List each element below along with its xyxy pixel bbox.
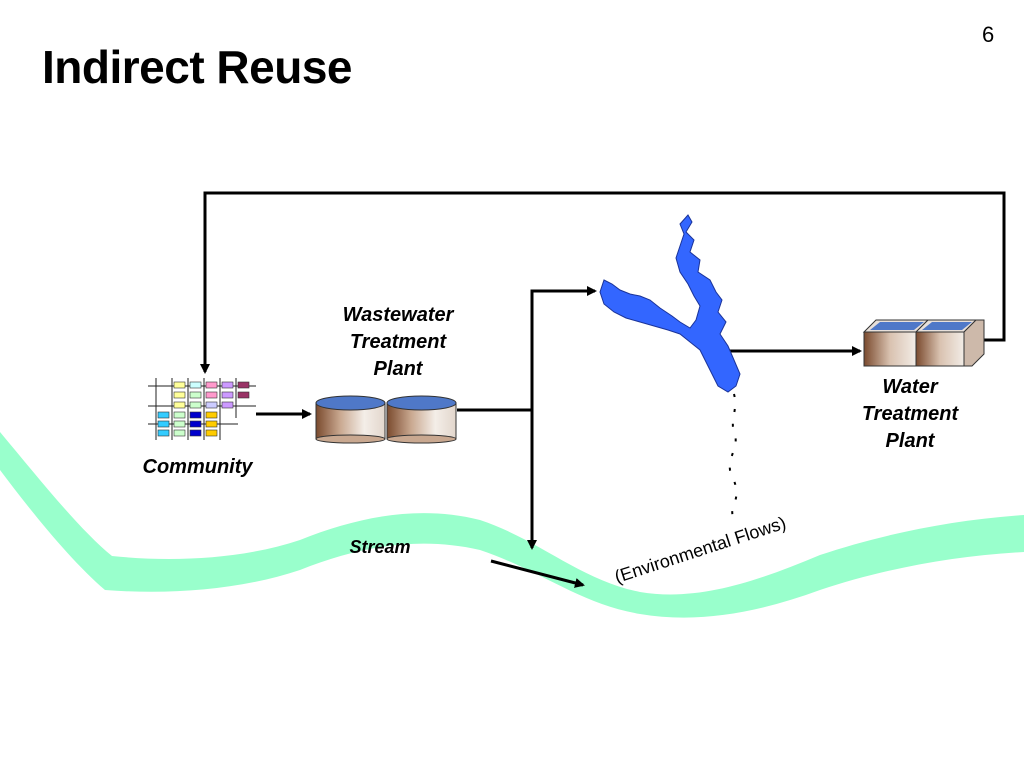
- wastewater-plant-icon: [315, 395, 457, 444]
- wastewater-plant-label-line-3: Plant: [373, 358, 423, 380]
- community-building-block: [189, 411, 202, 419]
- water-plant-label-line-3: Plant: [885, 430, 935, 452]
- water-plant-label-line-2: Treatment: [861, 403, 959, 425]
- wastewater-plant-label-line-1: Wastewater: [342, 304, 454, 326]
- stream-band: [0, 432, 1024, 618]
- community-building-block: [205, 401, 218, 409]
- wastewater-plant-label-line-2: Treatment: [349, 331, 447, 353]
- community-building-block: [189, 429, 202, 437]
- stream-label: Stream: [349, 537, 411, 557]
- community-building-block: [189, 420, 202, 428]
- community-building-block: [237, 381, 250, 389]
- community-building-block: [237, 391, 250, 399]
- wwtp-tank-1: [315, 395, 386, 444]
- community-building-block: [157, 429, 170, 437]
- community-building-block: [173, 401, 186, 409]
- community-building-block: [205, 391, 218, 399]
- reservoir-outflow-channel: [728, 393, 738, 521]
- wwtp-tank-2: [386, 395, 457, 444]
- community-building-block: [173, 381, 186, 389]
- community-building-block: [205, 420, 218, 428]
- community-building-block: [173, 391, 186, 399]
- community-label: Community: [142, 456, 253, 478]
- water-plant-label: Water Treatment Plant: [840, 374, 980, 455]
- community-building-block: [205, 381, 218, 389]
- community-building-block: [173, 429, 186, 437]
- community-building-block: [205, 429, 218, 437]
- community-building-block: [221, 391, 234, 399]
- community-building-block: [157, 411, 170, 419]
- slide-title: Indirect Reuse: [42, 41, 353, 93]
- community-building-block: [157, 420, 170, 428]
- wastewater-plant-label: Wastewater Treatment Plant: [318, 302, 478, 383]
- wwtp-to-reservoir-arrow: [530, 286, 597, 545]
- community-building-block: [205, 411, 218, 419]
- stream-direction-arrow: [490, 559, 585, 588]
- reservoir-lake: [599, 214, 741, 393]
- community-building-block: [189, 381, 202, 389]
- community-building-block: [221, 381, 234, 389]
- community-building-block: [189, 391, 202, 399]
- community-building-block: [221, 401, 234, 409]
- community-building-block: [173, 411, 186, 419]
- water-plant-icon: [862, 319, 985, 367]
- community-building-block: [189, 401, 202, 409]
- page-number: 6: [982, 22, 995, 47]
- return-flow-line: [200, 191, 1006, 374]
- water-plant-label-line-1: Water: [882, 376, 938, 398]
- community-building-block: [173, 420, 186, 428]
- community-icon: [148, 378, 256, 440]
